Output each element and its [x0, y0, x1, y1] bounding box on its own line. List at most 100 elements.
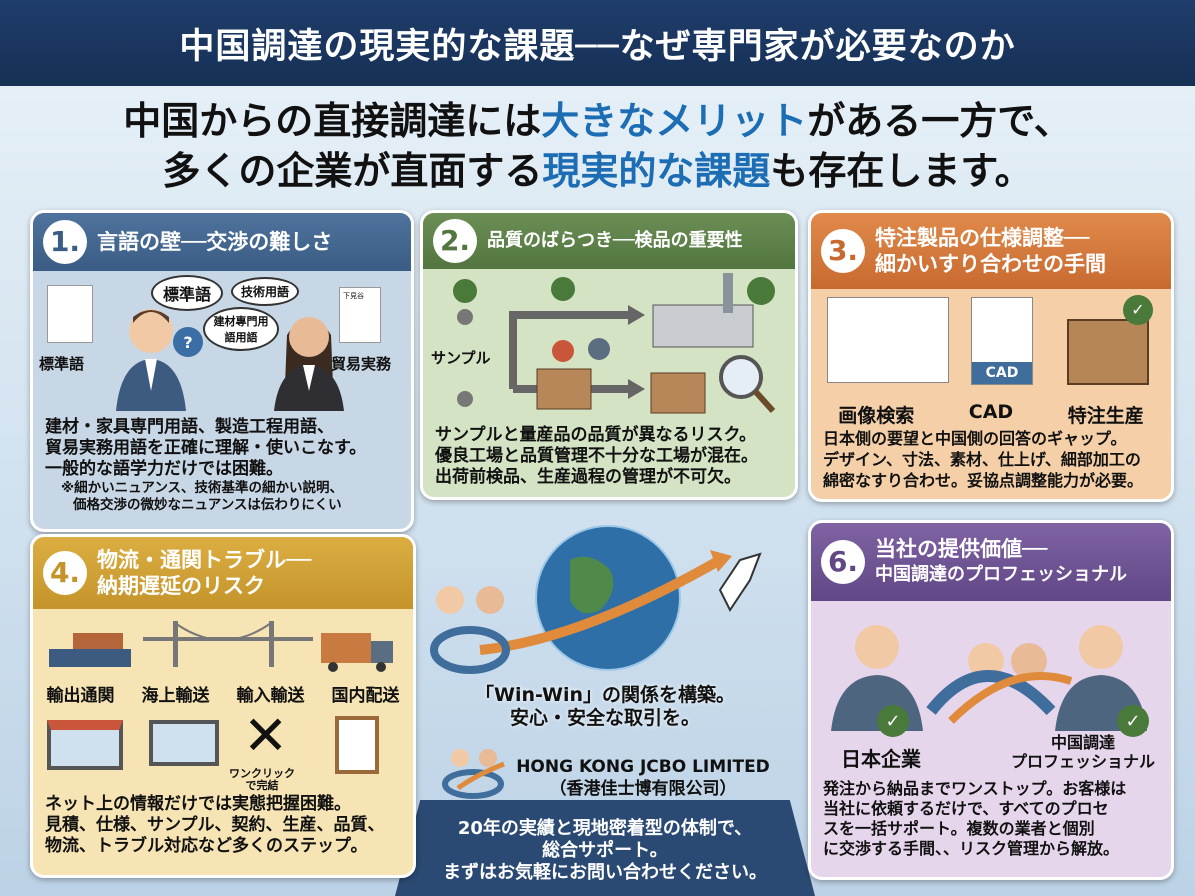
- panel-title: 言語の壁──交渉の難しさ: [97, 230, 333, 254]
- body-line: 日本側の要望と中国側の回答のギャップ。: [823, 429, 1127, 448]
- panel-our-value: 6. 当社の提供価値── 中国調達のプロフェッショナル ✓ ✓ 日本企業 中国調達プ…: [808, 520, 1174, 880]
- laptop-icon: [149, 720, 219, 766]
- partnership-illustration: ✓ ✓: [831, 625, 1149, 737]
- svg-text:✓: ✓: [1125, 711, 1140, 732]
- panel-body: サンプルと量産品の品質が異なるリスク。優良工場と品質管理不十分な工場が混在。出荷…: [423, 419, 795, 494]
- panel-header: 1. 言語の壁──交渉の難しさ: [33, 213, 411, 271]
- label-professional: 中国調達プロフェッショナル: [1011, 733, 1155, 771]
- box-icon: [1067, 319, 1149, 385]
- panel-number: 2.: [433, 219, 477, 263]
- headline-text: 中国からの直接調達には: [123, 99, 542, 143]
- label-line: 中国調達: [1051, 733, 1116, 752]
- label-standard: 標準語: [39, 355, 85, 373]
- cross-icon: ✕: [243, 704, 289, 767]
- oneclick-text: で完結: [245, 779, 279, 792]
- panel-title: 当社の提供価値──: [875, 537, 1048, 561]
- headline: 中国からの直接調達には大きなメリットがある一方で、 多くの企業が直面する現実的な…: [0, 96, 1195, 196]
- body-line: デザイン、寸法、素材、仕上げ、細部加工の: [823, 450, 1141, 469]
- body-line: 綿密なすり合わせ。妥協点調整能力が必要。: [823, 471, 1144, 490]
- logistics-labels: 輸出通関海上輸送輸入輸送国内配送: [33, 681, 413, 706]
- company-logo-icon: [438, 744, 508, 800]
- body-line: に交渉する手間、、リスク管理から解放。: [823, 839, 1120, 858]
- winwin-text: 「Win-Win」の関係を構築。安心・安全な取引を。: [405, 684, 805, 730]
- body-line: サンプルと量産品の品質が異なるリスク。: [435, 425, 757, 445]
- panel-language-barrier: 1. 言語の壁──交渉の難しさ 標準語 標準語 技術用語 建材專門用語用語 ? 下…: [30, 210, 414, 532]
- panel-body: 日本側の要望と中国側の回答のギャップ。デザイン、寸法、素材、仕上げ、細部加工の綿…: [811, 428, 1171, 497]
- body-line: 建材・家具専門用語、製造工程用語、: [45, 417, 334, 437]
- illustration: CAD ✓: [811, 289, 1171, 401]
- panel-number: 3.: [821, 229, 865, 273]
- clipboard-icon: [335, 716, 379, 774]
- step-label: 輸入輸送: [236, 686, 305, 706]
- closing-line: 20年の実績と現地密着型の体制で、: [457, 818, 753, 839]
- japan-map-icon: [718, 552, 762, 612]
- online-shop-icon: [47, 720, 123, 770]
- note-line: ※細かいニュアンス、技術基準の細かい説明、: [61, 480, 344, 496]
- speech-bubble: 標準語: [151, 275, 224, 311]
- header-bar: 中国調達の現実的な課題──なぜ専門家が必要なのか: [0, 0, 1195, 86]
- headline-text: 多くの企業が直面する: [162, 149, 543, 193]
- body-line: 一般的な語学力だけでは困難。: [45, 459, 283, 479]
- body-line: 貿易実務用語を正確に理解・使いこなす。: [45, 438, 367, 458]
- speech-bubble: 建材專門用語用語: [203, 307, 279, 351]
- check-icon: ✓: [1123, 295, 1153, 325]
- businesswoman-icon: [269, 305, 349, 411]
- headline-text: も存在します。: [770, 149, 1033, 193]
- blueprint-icon: [827, 297, 949, 383]
- body-line: 当社に依頼するだけで、すべてのプロセ: [823, 799, 1109, 818]
- closing-text: 20年の実績と現地密着型の体制で、総合サポート。まずはお気軽にお問い合わせくださ…: [400, 818, 810, 884]
- company-name: HONG KONG JCBO LIMITED（香港佳士博有限公司）: [508, 756, 778, 800]
- body-line: スを一括サポート。複数の業者と個別: [823, 819, 1095, 838]
- body-line: 優良工場と品質管理不十分な工場が混在。: [435, 446, 758, 466]
- panel-body: 建材・家具専門用語、製造工程用語、貿易実務用語を正確に理解・使いこなす。一般的な…: [33, 411, 411, 520]
- step-label: 国内配送: [331, 686, 400, 706]
- closing-line: 総合サポート。: [542, 840, 668, 861]
- panel-quality: 2. 品質のばらつき──検品の重要性 サンプル サンプルと量産品の品質が異なるリス…: [420, 210, 798, 500]
- step-label: 特注生産: [1067, 405, 1144, 427]
- panel-number: 1.: [43, 220, 87, 264]
- body-line: 出荷前検品、生産過程の管理が不可欠。: [435, 467, 741, 487]
- winwin-line: 安心・安全な取引を。: [509, 707, 700, 729]
- quality-flow-diagram: [453, 273, 776, 414]
- page-title: 中国調達の現実的な課題──なぜ専門家が必要なのか: [179, 26, 1016, 67]
- oneclick-label: ワンクリックで完結: [229, 768, 295, 792]
- center-backdrop: [395, 800, 815, 896]
- transport-illustration: [49, 621, 393, 672]
- illustration: 標準語 標準語 技術用語 建材專門用語用語 ? 下見谷 貿易実務: [33, 271, 411, 411]
- document-icon: 下見谷: [339, 287, 381, 343]
- label-line: プロフェッショナル: [1011, 752, 1156, 771]
- panel-title: 中国調達のプロフェッショナル: [875, 564, 1127, 585]
- body-line: 見積、仕様、サンプル、契約、生産、品質、: [45, 815, 385, 835]
- step-label: 海上輸送: [141, 686, 210, 706]
- body-line: 発注から納品までワンストップ。お客様は: [823, 779, 1127, 798]
- globe-illustration: [430, 525, 762, 674]
- cad-badge: CAD: [972, 362, 1032, 384]
- panel-title: 品質のばらつき──検品の重要性: [487, 230, 743, 251]
- panel-title: 納期遅延のリスク: [97, 574, 265, 598]
- businessman-icon: [111, 301, 191, 411]
- panel-logistics: 4.物流・通関トラブル──納期遅延のリスク 輸出通関海上輸送輸入輸送国内配送 ✕…: [30, 534, 416, 878]
- company-en: HONG KONG JCBO LIMITED: [516, 757, 770, 777]
- panel-body: ネット上の情報だけでは実態把握困難。見積、仕様、サンプル、契約、生産、品質、物流…: [33, 792, 413, 863]
- illustration: サンプル: [423, 269, 795, 419]
- label-sample: サンプル: [431, 349, 491, 367]
- question-icon: ?: [173, 327, 203, 357]
- note-line: 価格交渉の微妙なニュアンスは伝わりにくい: [73, 497, 342, 513]
- panel-body: 発注から納品までワンストップ。お客様は当社に依頼するだけで、すべてのプロセスを一…: [811, 773, 1171, 865]
- panel-title: 特注製品の仕様調整──: [875, 226, 1090, 250]
- headline-text: がある一方で、: [807, 99, 1072, 143]
- headline-highlight: 大きなメリット: [541, 99, 808, 143]
- label-japanese-company: 日本企業: [841, 747, 921, 771]
- illustration: ✓ ✓ 日本企業 中国調達プロフェッショナル: [811, 601, 1171, 773]
- step-label: CAD: [968, 401, 1014, 423]
- panel-title: 物流・通関トラブル──: [97, 548, 312, 572]
- svg-text:✓: ✓: [885, 711, 900, 732]
- panel-title: 細かいすり合わせの手間: [875, 252, 1106, 276]
- winwin-line: 「Win-Win」の関係を構築。: [474, 684, 736, 706]
- panel-number: 6.: [821, 540, 865, 584]
- label-trade: 貿易実務: [331, 355, 392, 373]
- document-icon: [47, 285, 93, 343]
- cad-file-icon: CAD: [971, 297, 1033, 385]
